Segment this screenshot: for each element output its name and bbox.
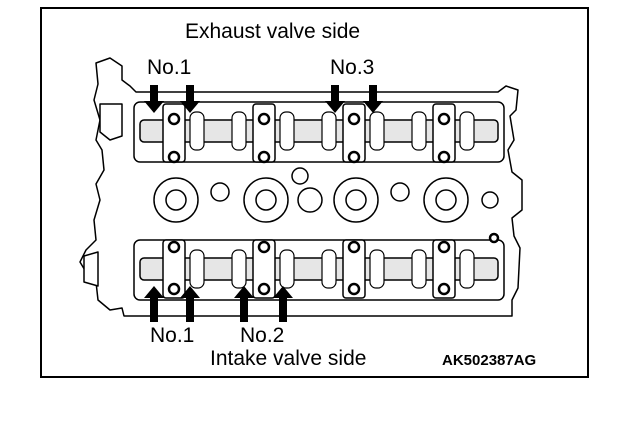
head-bolt-boss (297, 187, 323, 213)
bearing-cap-bolt (167, 240, 181, 254)
cam-lobe (459, 111, 475, 151)
bearing-cap-bolt (347, 112, 361, 126)
arrow-up-icon (234, 286, 254, 322)
cam-lobe (369, 111, 385, 151)
arrow-down-icon (180, 85, 200, 113)
cam-lobe (189, 249, 205, 289)
head-bolt-boss (390, 182, 410, 202)
spark-plug-hole (435, 189, 457, 211)
cam-lobe (231, 111, 247, 151)
bearing-cap-bolt (437, 282, 451, 296)
cam-lobe (411, 249, 427, 289)
bearing-cap-bolt (257, 112, 271, 126)
front-cover-detail (83, 103, 123, 287)
intake-no1-label: No.1 (150, 324, 195, 347)
cam-lobe (279, 111, 295, 151)
cam-lobe (459, 249, 475, 289)
spark-plug-hole (255, 189, 277, 211)
bearing-cap-bolt (257, 240, 271, 254)
exhaust-camshaft (139, 119, 499, 143)
spark-plug-hole (165, 189, 187, 211)
intake-bearing-cap (162, 239, 186, 299)
bearing-cap-bolt (347, 282, 361, 296)
exhaust-no3-label: No.3 (330, 56, 375, 79)
exhaust-no1-label: No.1 (147, 56, 192, 79)
bearing-cap-bolt (347, 240, 361, 254)
head-bolt-boss (481, 191, 499, 209)
intake-no2-label: No.2 (240, 324, 285, 347)
bearing-cap-bolt (347, 150, 361, 164)
cam-lobe (189, 111, 205, 151)
arrow-up-icon (144, 286, 164, 322)
arrow-up-icon (180, 286, 200, 322)
intake-bearing-cap (432, 239, 456, 299)
bearing-cap-bolt (167, 112, 181, 126)
cam-lobe (279, 249, 295, 289)
intake-bearing-cap (252, 239, 276, 299)
intake-camshaft (139, 257, 499, 281)
bearing-cap-bolt (167, 150, 181, 164)
cam-lobe (321, 249, 337, 289)
arrow-down-icon (325, 85, 345, 113)
spark-plug-hole (345, 189, 367, 211)
bearing-cap-bolt (437, 240, 451, 254)
cam-lobe (369, 249, 385, 289)
exhaust-valve-side-label: Exhaust valve side (185, 20, 361, 43)
figure-code-label: AK502387AG (442, 352, 537, 369)
arrow-down-icon (363, 85, 383, 113)
head-bolt-boss (291, 167, 309, 185)
intake-valve-side-label: Intake valve side (210, 347, 367, 370)
bearing-cap-bolt (257, 282, 271, 296)
bearing-cap-bolt (437, 150, 451, 164)
bearing-cap-bolt (437, 112, 451, 126)
arrow-up-icon (273, 286, 293, 322)
cam-lobe (411, 111, 427, 151)
cam-lobe (321, 111, 337, 151)
arrow-down-icon (144, 85, 164, 113)
intake-bearing-cap (342, 239, 366, 299)
bearing-cap-bolt (167, 282, 181, 296)
head-bolt-boss (210, 182, 230, 202)
bearing-cap-bolt (488, 232, 500, 244)
cam-lobe (231, 249, 247, 289)
bearing-cap-bolt (257, 150, 271, 164)
